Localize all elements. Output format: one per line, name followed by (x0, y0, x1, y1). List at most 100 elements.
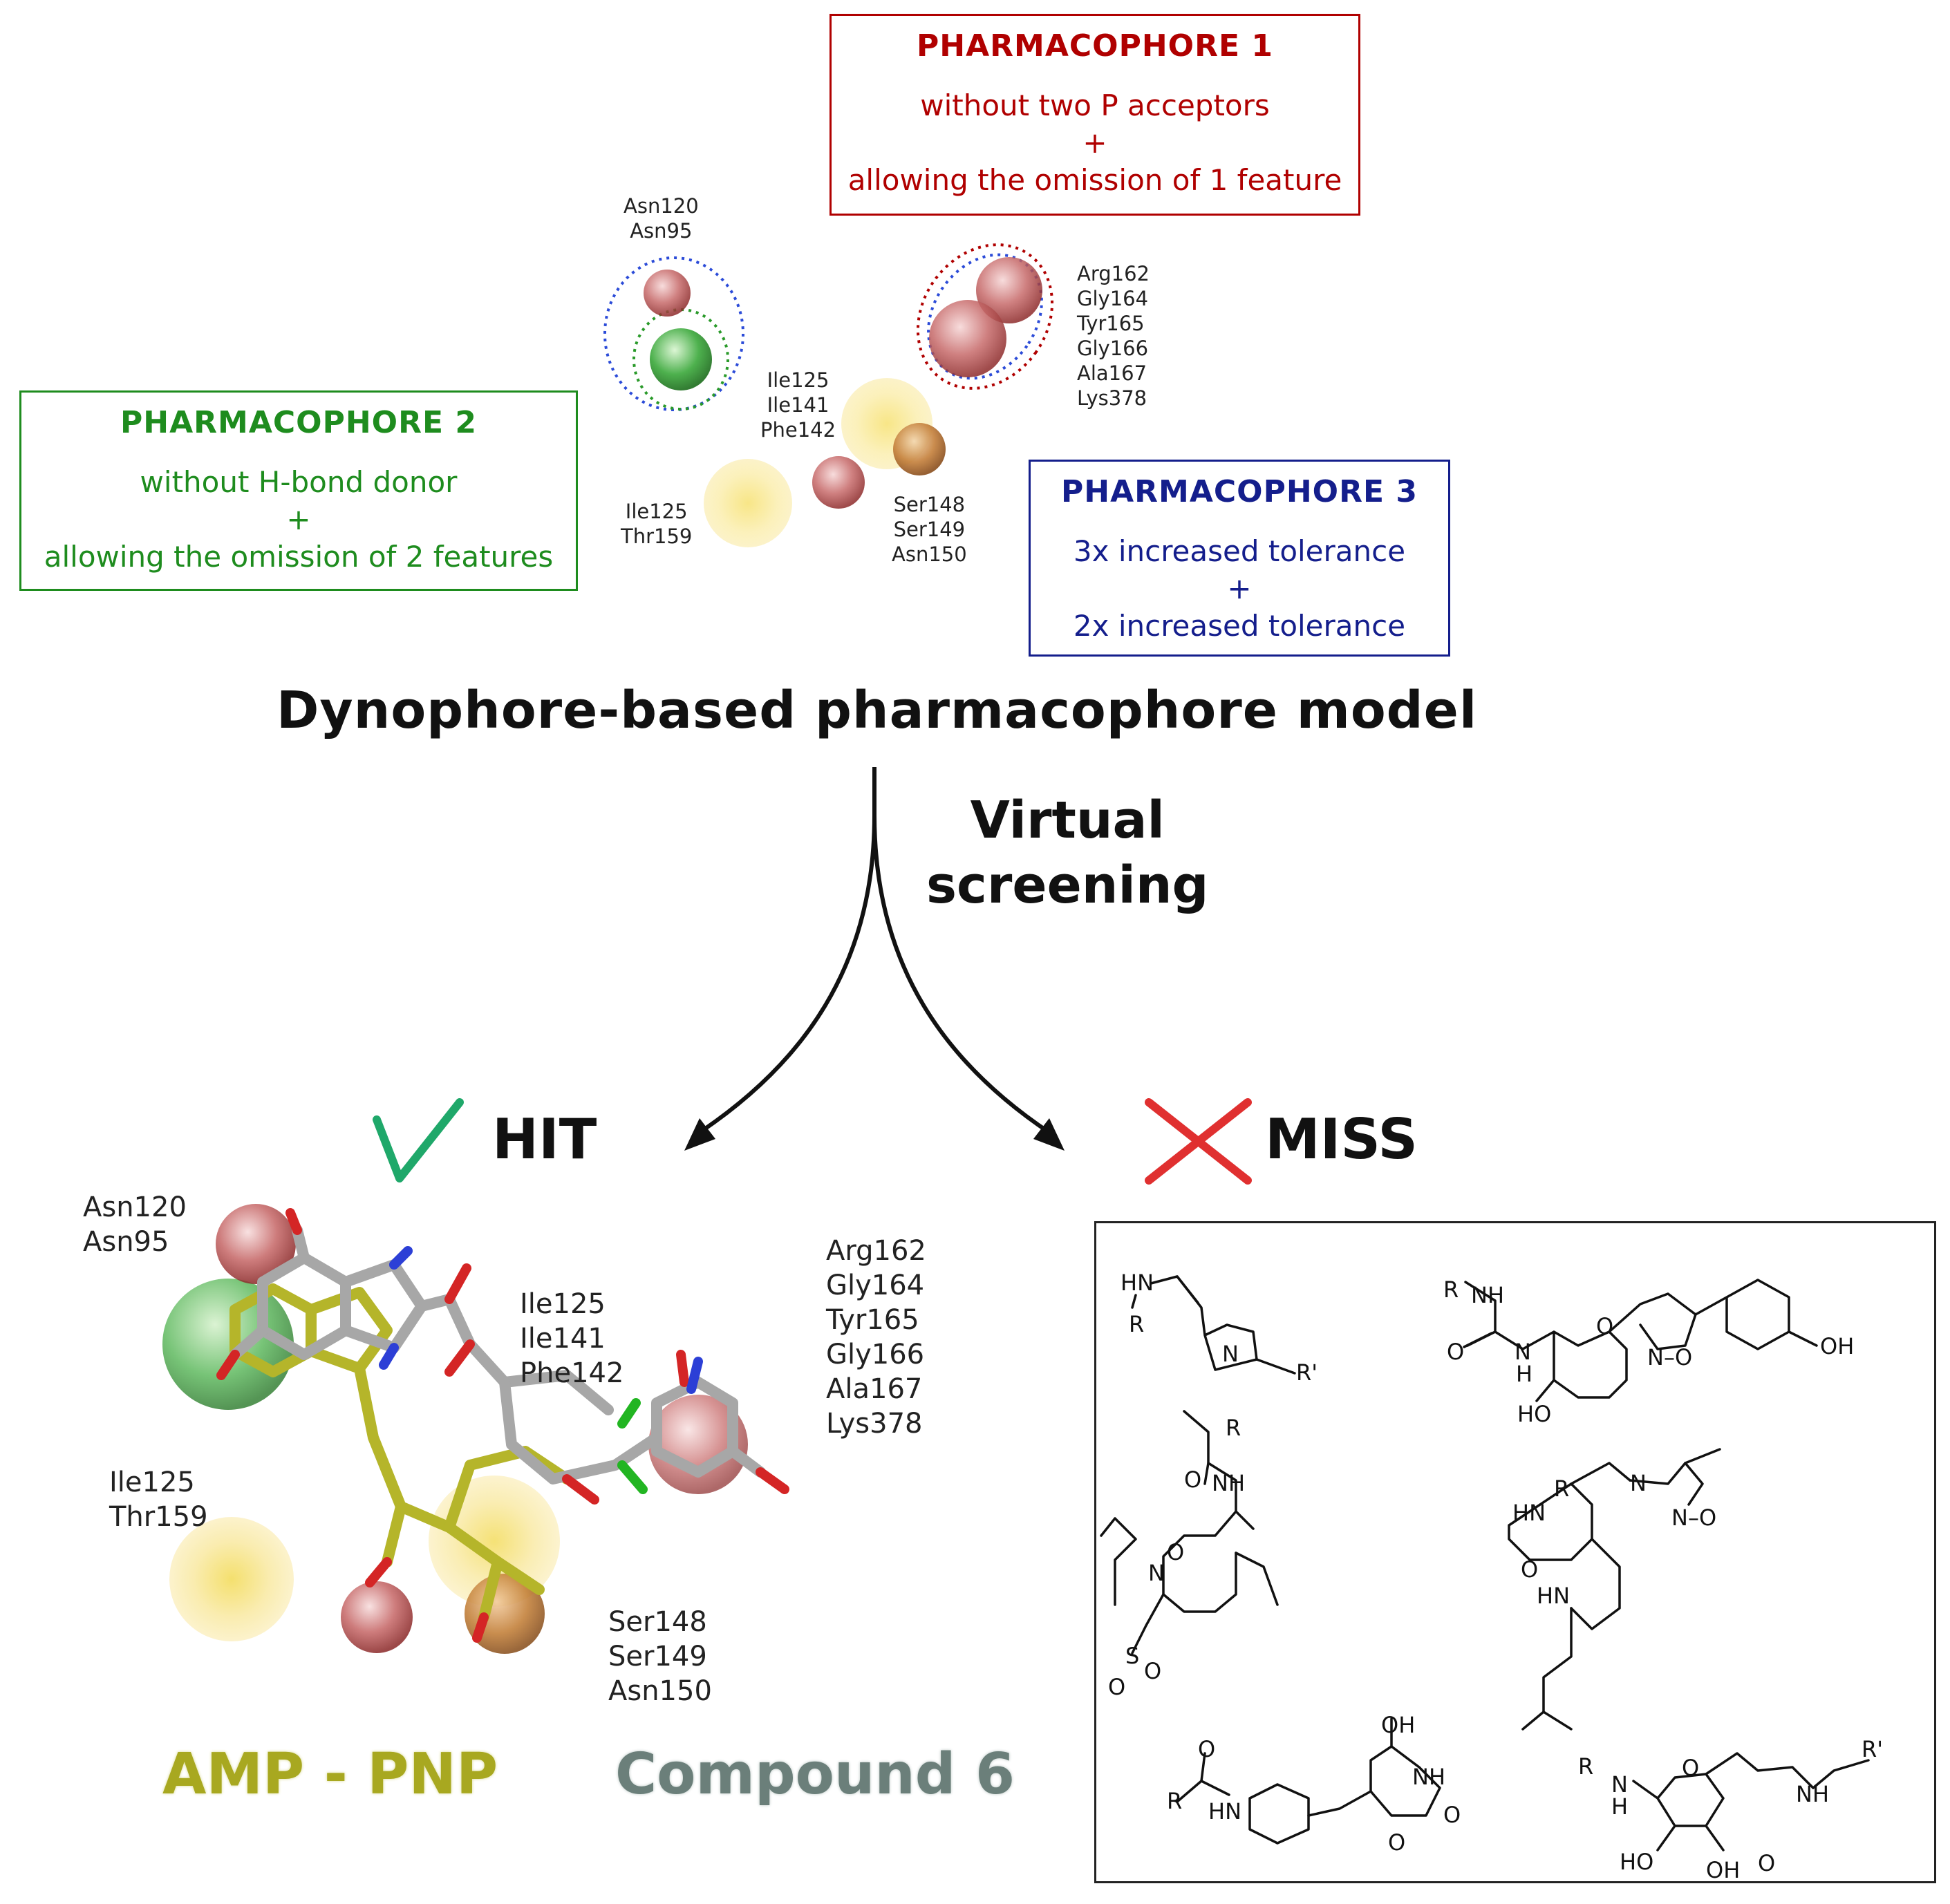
s6-oh: OH (1706, 1857, 1740, 1883)
hbond-acceptor-sphere (644, 270, 691, 317)
residue-label: Thr159 (109, 1501, 208, 1533)
s6-h: H (1611, 1793, 1628, 1820)
residue-label: Ile125 (625, 500, 688, 523)
s1-hn: HN (1121, 1270, 1154, 1296)
s5-o2: O (1443, 1802, 1461, 1828)
s6-r: R (1578, 1753, 1593, 1780)
s3-n: N (1148, 1560, 1165, 1586)
s3-r: R (1226, 1415, 1241, 1441)
pharmacophore-1-line1: without two P acceptors (920, 88, 1270, 122)
hit-label: HIT (492, 1107, 597, 1171)
residue-label: Lys378 (1077, 386, 1147, 410)
residue-label: Ile125 (109, 1467, 195, 1498)
s3-o2: O (1108, 1674, 1125, 1700)
top-label-ile-low: Ile125 Thr159 (621, 499, 692, 549)
pharmacophore-2-title: PHARMACOPHORE 2 (120, 405, 477, 440)
pharmacophore-feature-map (603, 243, 1054, 547)
s3-nh: NH (1212, 1470, 1245, 1496)
hit-acceptor-sphere-low (341, 1581, 413, 1653)
residue-label: Ser149 (893, 518, 966, 541)
heteroatom-accents (216, 1208, 789, 1643)
bottom-label-ser: Ser148 Ser149 Asn150 (608, 1605, 712, 1708)
s4-r: R (1554, 1476, 1569, 1502)
screening-label-line2: screening (926, 856, 1209, 915)
s5-r: R (1167, 1788, 1182, 1814)
pharmacophore-3-line2: 2x increased tolerance (1073, 609, 1406, 643)
hit-complex-render (162, 1204, 789, 1654)
acceptor-sphere-ser (812, 456, 865, 509)
aromatic-sphere (893, 423, 946, 475)
s1-r: R (1129, 1311, 1144, 1337)
s5-nh: NH (1412, 1764, 1445, 1790)
s2-nh1: NH (1471, 1282, 1504, 1308)
s6-nh: NH (1796, 1781, 1829, 1807)
top-label-ile-mid: Ile125 Ile141 Phe142 (760, 368, 836, 442)
s3-ome: O (1167, 1539, 1184, 1565)
s2-oh: OH (1820, 1333, 1854, 1359)
arrow-to-miss (872, 815, 1052, 1135)
residue-label: Arg162 (826, 1235, 926, 1267)
miss-structures-drawing: HN R N R' R NH O N H O HO N–O OH R NH O … (1100, 1270, 1883, 1883)
arrowhead-hit (684, 1118, 715, 1151)
residue-label: Tyr165 (826, 1304, 919, 1336)
s6-o2: O (1758, 1850, 1775, 1876)
hit-acceptor-sphere-right (648, 1395, 748, 1494)
residue-label: Gly166 (826, 1339, 925, 1370)
pharmacophore-1-line2: allowing the omission of 1 feature (847, 163, 1342, 197)
pharmacophore-3-line1: 3x increased tolerance (1073, 534, 1406, 568)
s6-ho: HO (1620, 1849, 1653, 1875)
s2-no: N–O (1647, 1344, 1692, 1370)
s2-n: N (1515, 1339, 1531, 1365)
s3-s: S (1125, 1643, 1139, 1669)
asn-green-dotted-ring (632, 308, 729, 411)
pharmacophore-2-line2: allowing the omission of 2 features (44, 540, 554, 574)
bottom-label-arg: Arg162 Gly164 Tyr165 Gly166 Ala167 Lys37… (826, 1234, 926, 1441)
model-title: Dynophore-based pharmacophore model (276, 681, 1478, 740)
pharmacophore-2-box: PHARMACOPHORE 2 without H-bond donor + a… (19, 390, 578, 591)
pharmacophore-1-title: PHARMACOPHORE 1 (917, 28, 1273, 64)
residue-label: Asn120 (83, 1191, 187, 1223)
screening-label-line1: Virtual (970, 791, 1165, 850)
residue-label: Ser148 (608, 1606, 707, 1638)
residue-label: Arg162 (1077, 262, 1150, 285)
hit-hydrophobic-left (169, 1517, 294, 1641)
bottom-label-ile-low: Ile125 Thr159 (109, 1465, 208, 1534)
pharmacophore-3-title: PHARMACOPHORE 3 (1061, 474, 1418, 509)
top-label-asn: Asn120 Asn95 (624, 194, 699, 243)
s6-rp: R' (1862, 1736, 1883, 1762)
cross-icon (1145, 1098, 1252, 1185)
hit-acceptor-sphere-top (216, 1204, 296, 1284)
miss-structures-panel (1094, 1221, 1936, 1883)
s1-rp: R' (1296, 1359, 1318, 1386)
s5-o: O (1198, 1736, 1215, 1762)
arrowhead-miss (1033, 1118, 1065, 1151)
asn-blue-dotted-ring (603, 256, 744, 411)
pharmacophore-3-plus: + (1227, 572, 1252, 605)
residue-label: Tyr165 (1077, 312, 1145, 335)
screening-arrows (373, 767, 1252, 1185)
residue-label: Ile125 (520, 1288, 606, 1320)
residue-label: Gly164 (826, 1270, 925, 1301)
s2-ho: HO (1517, 1401, 1551, 1427)
pharmacophore-2-line1: without H-bond donor (140, 465, 458, 499)
s6-n: N (1611, 1771, 1628, 1798)
s3-o3: O (1144, 1658, 1161, 1684)
s3-o: O (1184, 1467, 1201, 1493)
residue-label: Ile125 (767, 368, 829, 392)
s4-hn2: HN (1537, 1583, 1570, 1609)
residue-label: Ser148 (893, 493, 966, 516)
s2-r: R (1443, 1276, 1459, 1303)
top-label-arg: Arg162 Gly164 Tyr165 Gly166 Ala167 Lys37… (1077, 261, 1150, 411)
miss-label: MISS (1265, 1107, 1418, 1171)
residue-label: Gly166 (1077, 337, 1149, 360)
residue-label: Asn95 (630, 219, 693, 243)
s4-hn: HN (1512, 1500, 1546, 1526)
compound-6-sticks (229, 1225, 766, 1484)
residue-label: Lys378 (826, 1408, 923, 1440)
hit-donor-sphere (162, 1279, 294, 1410)
s2-ring-o: O (1596, 1313, 1613, 1339)
residue-label: Ser149 (608, 1641, 707, 1672)
residue-label: Phe142 (520, 1357, 624, 1389)
pharmacophore-3-box: PHARMACOPHORE 3 3x increased tolerance +… (1029, 460, 1450, 657)
residue-label: Asn120 (624, 194, 699, 218)
